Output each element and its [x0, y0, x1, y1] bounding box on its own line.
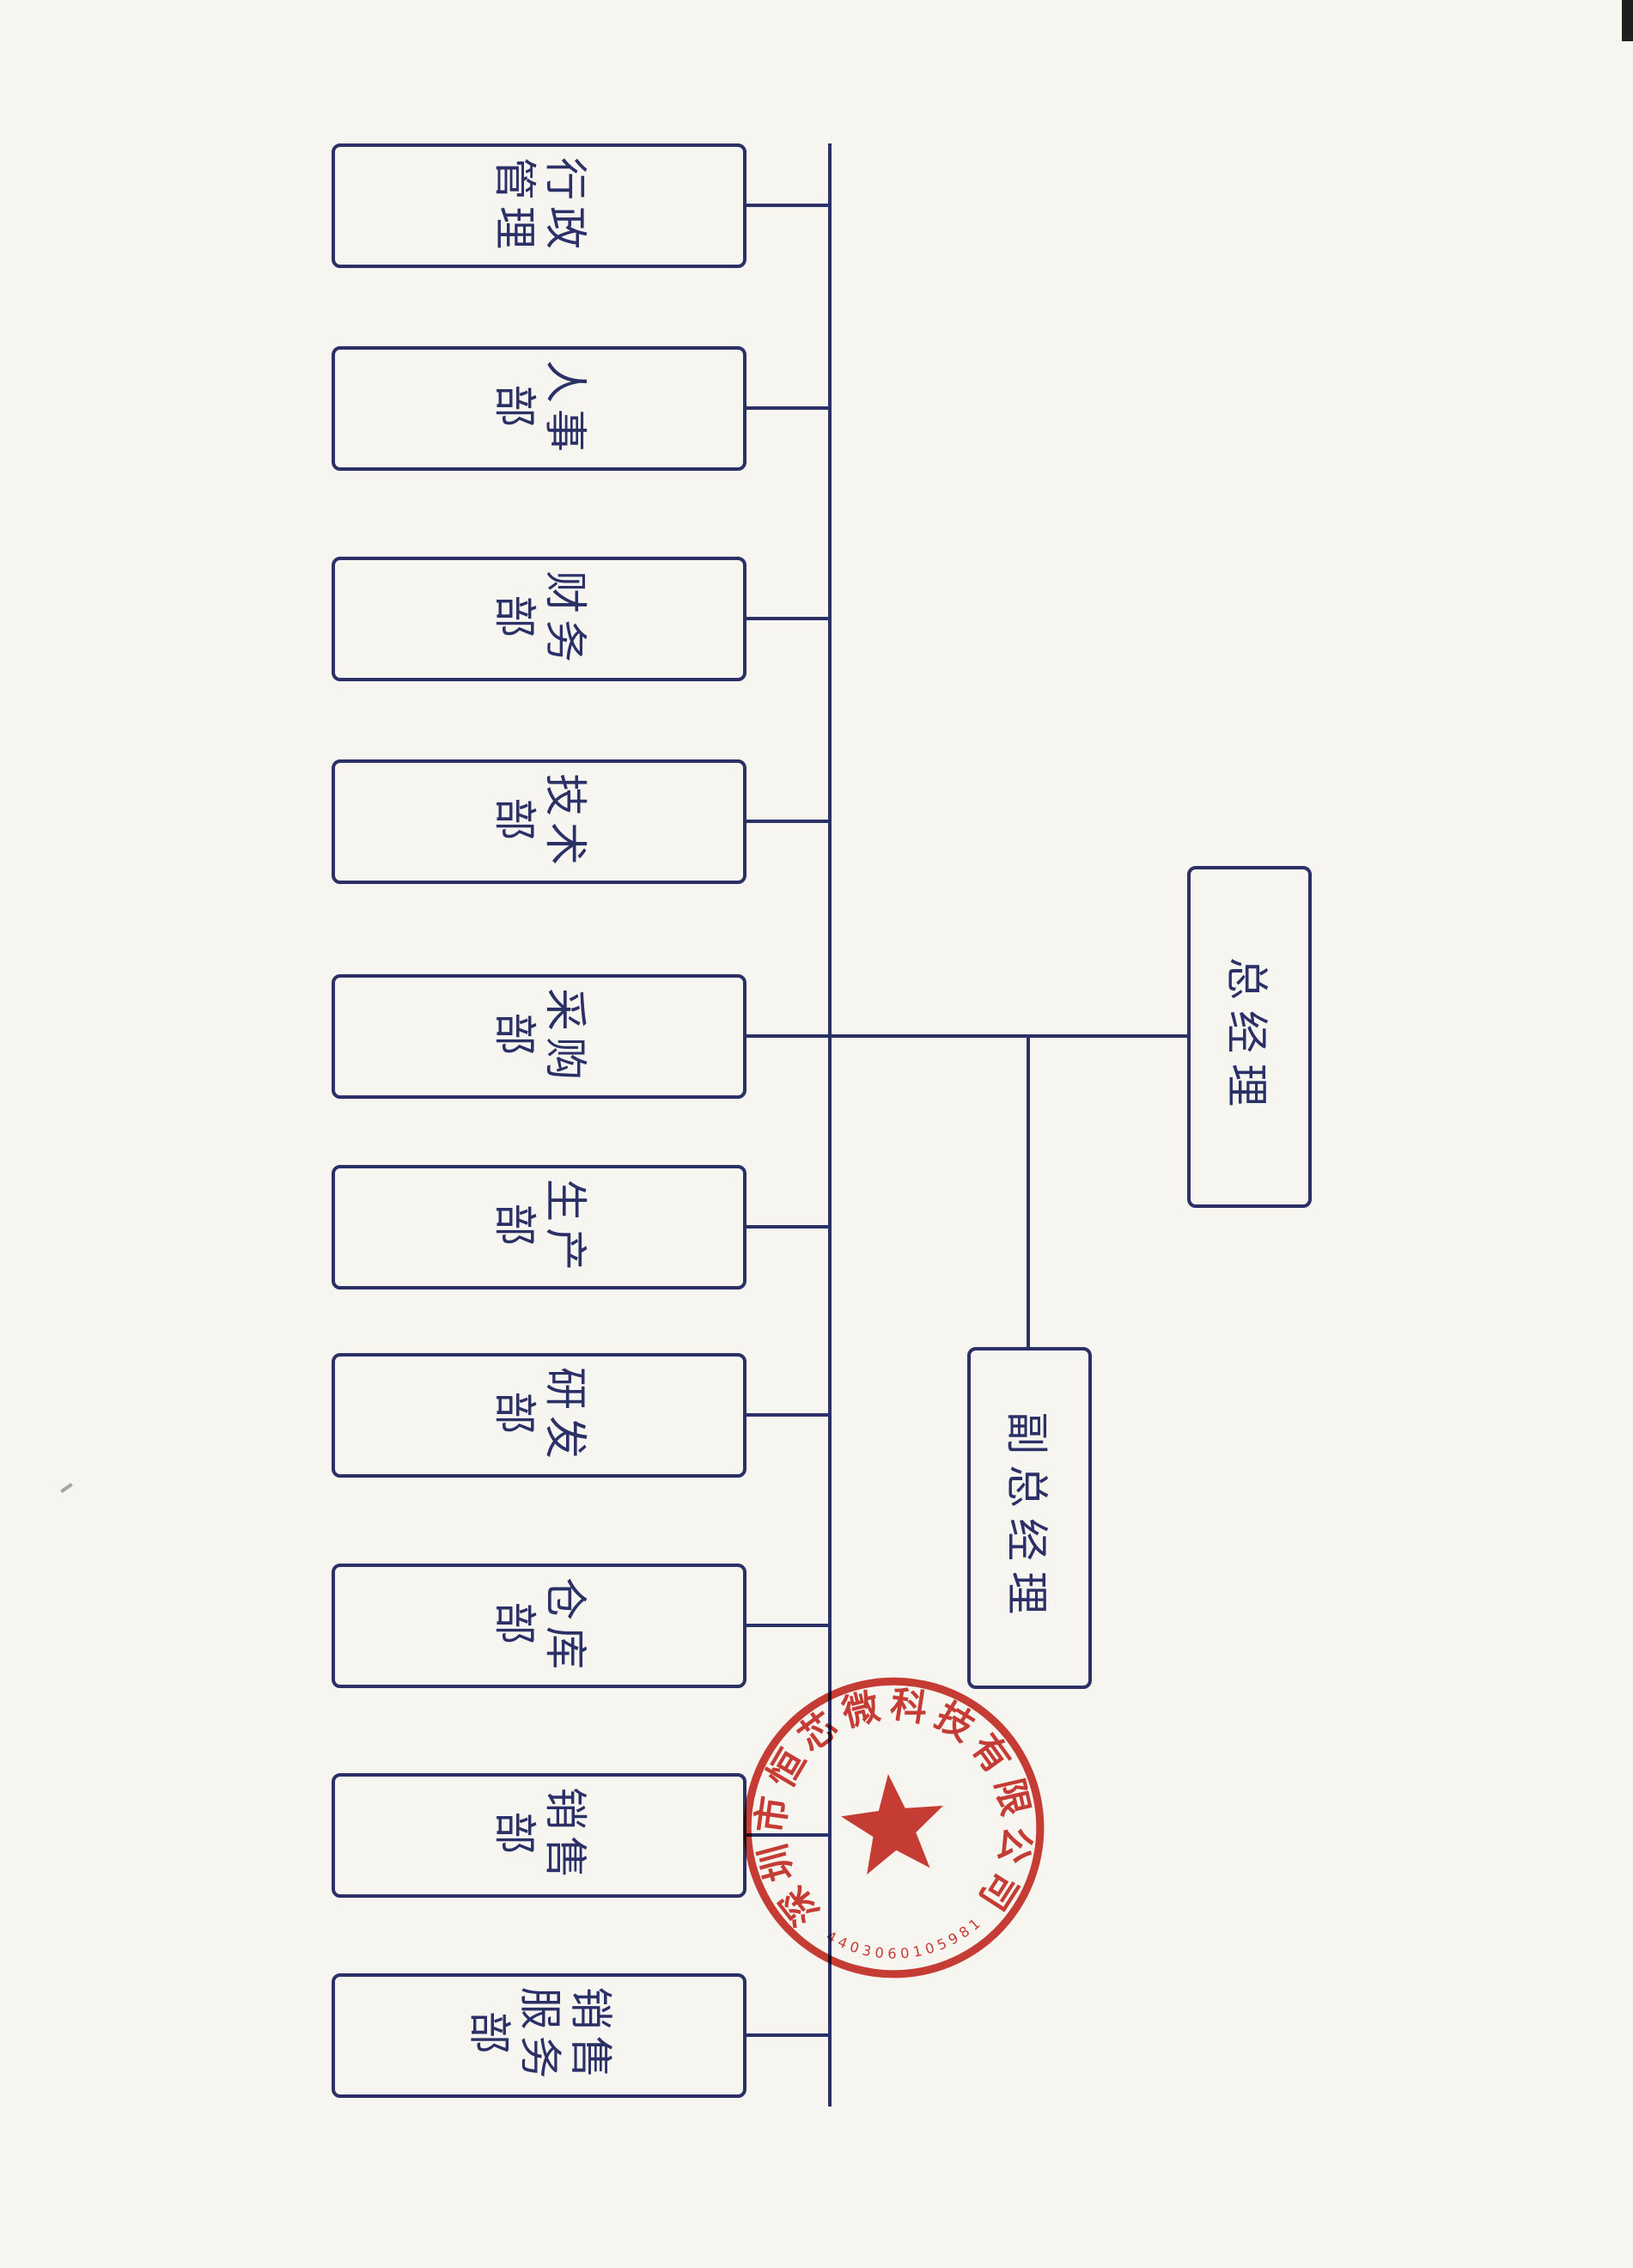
dept-box-finance: 财务 部 [332, 557, 746, 681]
dept-box-purchasing: 采购 部 [332, 974, 746, 1099]
dept-label-administration: 行政 管理 [489, 156, 590, 255]
dept-box-administration: 行政 管理 [332, 143, 746, 268]
deputy-general-manager-box: 副总经理 [967, 1347, 1092, 1689]
connector-line-sales-service [746, 2033, 832, 2037]
dept-box-rnd: 研发 部 [332, 1353, 746, 1478]
dept-label-sales: 销售 部 [489, 1786, 590, 1885]
dept-label-production: 生产 部 [489, 1178, 590, 1277]
connector-line-finance [746, 617, 832, 620]
scan-mark-artifact [60, 1483, 73, 1493]
connector-line-administration [746, 204, 832, 207]
connector-line-rnd [746, 1413, 832, 1417]
connector-line-hr [746, 406, 832, 410]
dept-label-purchasing: 采购 部 [489, 987, 590, 1086]
dept-label-rnd: 研发 部 [489, 1366, 590, 1465]
general-manager-connector-line [746, 1034, 1191, 1038]
connector-line-technology [746, 820, 832, 823]
deputy-gm-connector-line [1027, 1034, 1030, 1350]
connector-line-production [746, 1225, 832, 1228]
seal-number-text: 4403060105981 [822, 1911, 990, 1970]
general-manager-label: 总经理 [1221, 957, 1271, 1117]
dept-box-production: 生产 部 [332, 1165, 746, 1289]
dept-label-finance: 财务 部 [489, 570, 590, 668]
general-manager-box: 总经理 [1187, 866, 1312, 1208]
org-trunk-line [828, 143, 832, 2106]
dept-label-warehouse: 仓库 部 [489, 1576, 590, 1675]
dept-box-sales-service: 销售 服务 部 [332, 1973, 746, 2098]
deputy-general-manager-label: 副总经理 [1001, 1411, 1051, 1625]
dept-label-technology: 技术 部 [489, 772, 590, 871]
dept-label-hr: 人事 部 [489, 359, 590, 458]
dept-box-technology: 技术 部 [332, 759, 746, 884]
seal-ring [743, 1677, 1045, 1978]
dept-box-warehouse: 仓库 部 [332, 1564, 746, 1688]
dept-box-hr: 人事 部 [332, 346, 746, 471]
scan-edge-artifact [1622, 0, 1633, 41]
seal-star-icon [840, 1773, 943, 1875]
dept-box-sales: 销售 部 [332, 1773, 746, 1898]
dept-label-sales-service: 销售 服务 部 [464, 1986, 615, 2085]
connector-line-warehouse [746, 1624, 832, 1627]
connector-line-sales [746, 1833, 832, 1837]
company-seal: 深圳市恒芯微科技有限公司 4403060105981 [722, 1655, 1066, 2000]
